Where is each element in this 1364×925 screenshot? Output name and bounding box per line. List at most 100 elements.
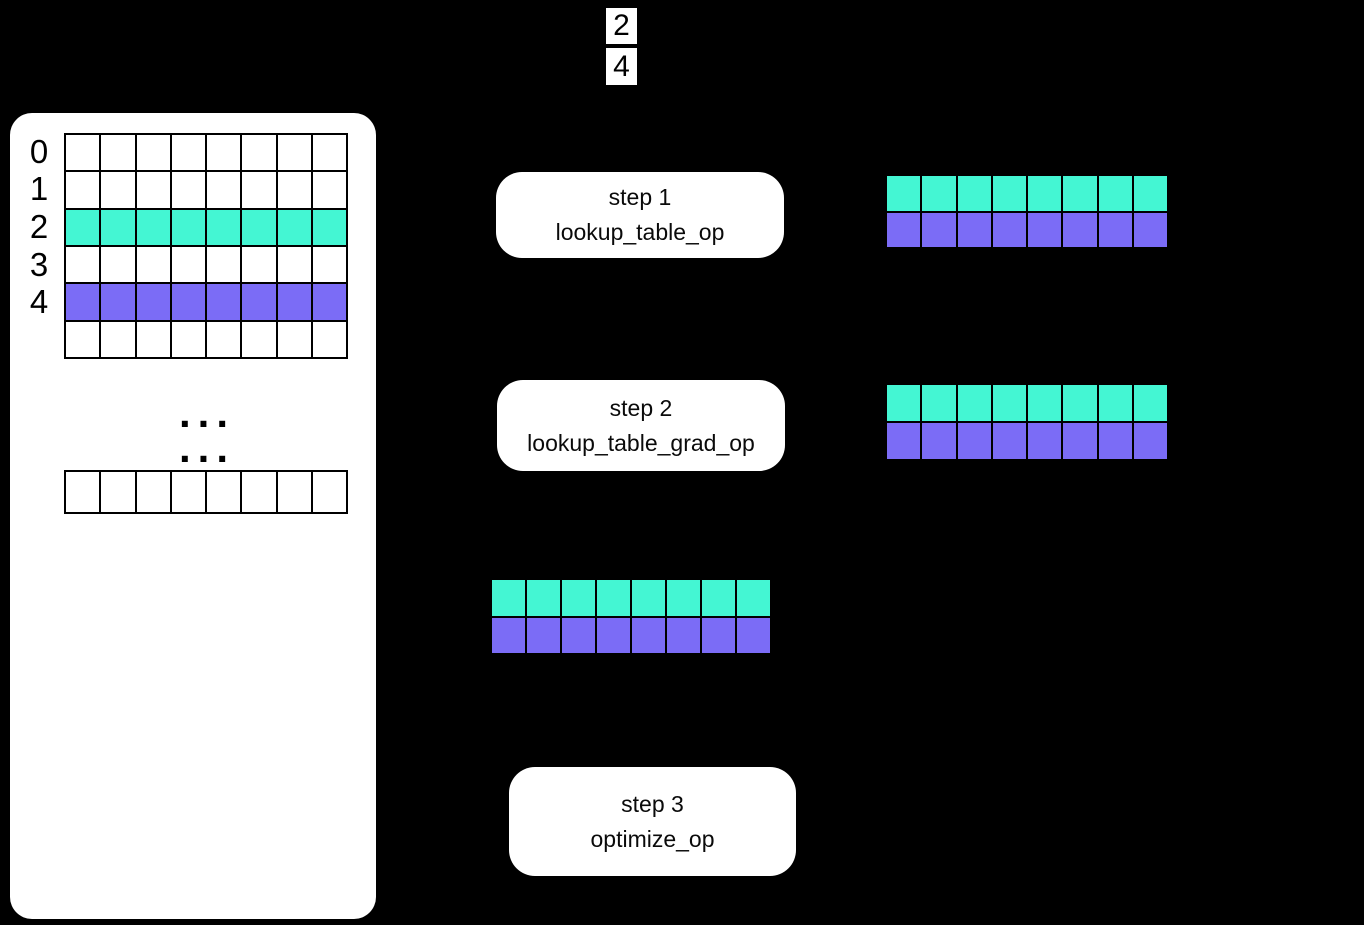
grid-cell [1063, 385, 1099, 423]
grid-cell [922, 176, 958, 213]
grid-cell [242, 321, 278, 359]
grid-cell [312, 472, 348, 514]
grid-cell [66, 172, 102, 210]
embedding-table-panel: 0 1 2 3 4 ... ... [10, 113, 376, 919]
grid-cell [277, 284, 313, 322]
grid-cell [277, 246, 313, 285]
grid-cell [101, 172, 137, 210]
grid-cell [171, 209, 207, 247]
grid-cell [277, 209, 313, 247]
lookup-index-cell-bottom: 4 [605, 47, 638, 86]
grid-cell [242, 284, 278, 322]
grid-cell [312, 135, 348, 173]
grid-cell [887, 423, 923, 461]
grid-cell [992, 176, 1028, 213]
grid-cell [957, 385, 993, 423]
grid-cell [207, 135, 243, 173]
grid-cell [992, 423, 1028, 461]
grid-cell [101, 321, 137, 359]
grid-cell [207, 321, 243, 359]
grid-cell [1133, 385, 1169, 423]
embedding-table-tail-row [64, 470, 348, 514]
grid-cell [136, 472, 172, 514]
grid-cell [1098, 212, 1134, 249]
grid-cell [1133, 212, 1169, 249]
grid-cell [312, 284, 348, 322]
step1-output-grid [885, 174, 1169, 249]
row-label-2: 2 [29, 207, 49, 245]
grid-cell [101, 246, 137, 285]
grid-cell [66, 209, 102, 247]
grid-cell [887, 176, 923, 213]
grid-cell [597, 580, 632, 618]
lookup-index-cell-top: 2 [605, 7, 638, 45]
grid-cell [171, 246, 207, 285]
grid-cell [66, 472, 102, 514]
grid-cell [1098, 423, 1134, 461]
step2-box: step 2 lookup_table_grad_op [497, 380, 785, 471]
grid-cell [66, 135, 102, 173]
grid-cell [171, 284, 207, 322]
row-label-3: 3 [29, 245, 49, 283]
grid-cell [207, 284, 243, 322]
grid-cell [66, 284, 102, 322]
grid-cell [101, 284, 137, 322]
grid-cell [887, 212, 923, 249]
grid-cell [562, 580, 597, 618]
grid-cell [136, 135, 172, 173]
step3-title: step 3 [621, 790, 684, 817]
grid-cell [312, 246, 348, 285]
grid-cell [492, 580, 527, 618]
row-label-4: 4 [29, 283, 49, 321]
grid-cell [277, 321, 313, 359]
grid-cell [1098, 176, 1134, 213]
grid-cell [1028, 423, 1064, 461]
grid-cell [312, 172, 348, 210]
grid-cell [667, 617, 702, 655]
step2-title: step 2 [609, 394, 673, 421]
grid-cell [992, 385, 1028, 423]
step1-op: lookup_table_op [555, 219, 725, 245]
grid-cell [207, 246, 243, 285]
grid-cell [922, 385, 958, 423]
grid-cell [1098, 385, 1134, 423]
grid-cell [1063, 212, 1099, 249]
grid-cell [737, 580, 772, 618]
grid-cell [597, 617, 632, 655]
step1-box: step 1 lookup_table_op [496, 172, 784, 258]
ellipsis-dots-1: ... [178, 389, 235, 436]
grid-cell [207, 472, 243, 514]
grid-cell [136, 172, 172, 210]
grid-cell [101, 135, 137, 173]
grid-cell [136, 284, 172, 322]
grid-cell [1133, 423, 1169, 461]
ellipsis-dots-2: ... [178, 424, 235, 471]
grid-cell [562, 617, 597, 655]
step3-op: optimize_op [590, 825, 715, 852]
grid-cell [277, 472, 313, 514]
grid-cell [242, 472, 278, 514]
grid-cell [136, 321, 172, 359]
grid-cell [632, 580, 667, 618]
grid-cell [957, 423, 993, 461]
grid-cell [171, 321, 207, 359]
grid-cell [737, 617, 772, 655]
step2-output-grid [885, 383, 1169, 461]
grid-cell [207, 172, 243, 210]
grid-cell [492, 617, 527, 655]
grid-cell [1133, 176, 1169, 213]
grid-cell [171, 172, 207, 210]
grid-cell [957, 212, 993, 249]
row-label-0: 0 [29, 132, 49, 170]
row-label-column: 0 1 2 3 4 [20, 133, 58, 321]
grid-cell [1028, 212, 1064, 249]
grid-cell [101, 209, 137, 247]
grid-cell [242, 209, 278, 247]
grid-cell [922, 423, 958, 461]
gradient-rows-grid [490, 578, 772, 655]
grid-cell [1028, 176, 1064, 213]
grid-cell [702, 580, 737, 618]
grid-cell [277, 135, 313, 173]
grid-cell [312, 209, 348, 247]
